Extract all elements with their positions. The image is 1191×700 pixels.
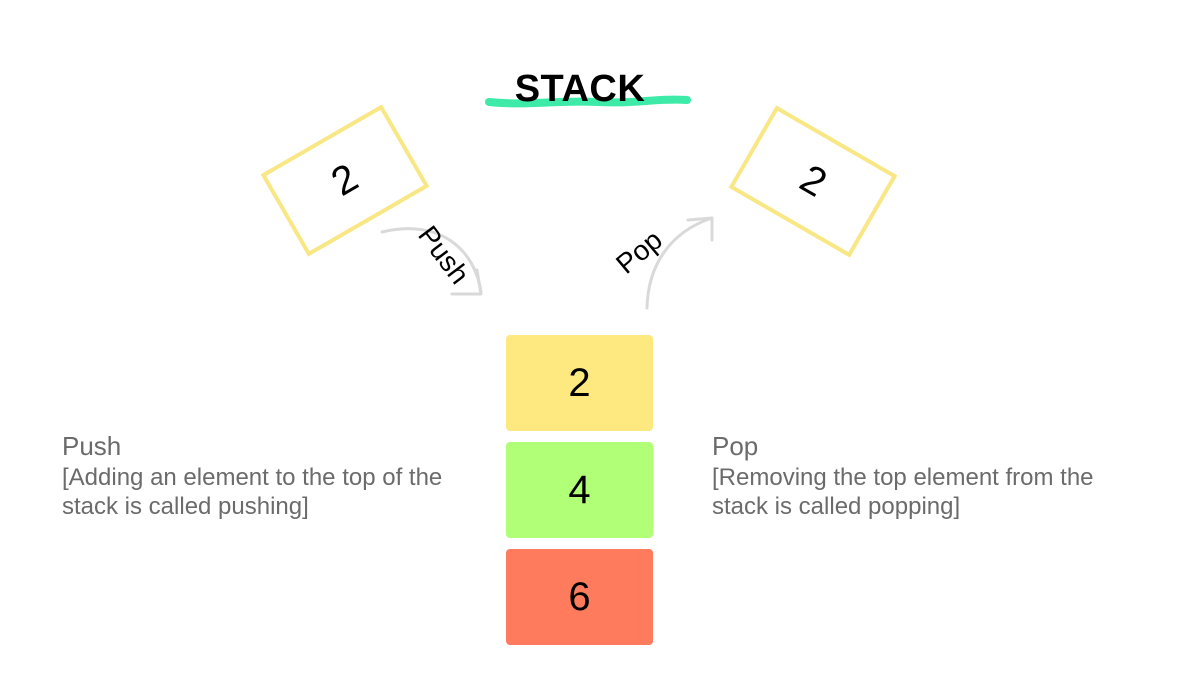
stack-item-value: 2 (568, 360, 591, 405)
push-description: Push [Adding an element to the top of th… (62, 432, 492, 521)
pop-description-heading: Pop (712, 431, 759, 461)
push-arrow-label: Push (412, 220, 476, 290)
diagram-title: STACK (485, 60, 691, 112)
stack-item-value: 4 (568, 467, 591, 512)
stack-item-middle: 4 (506, 442, 653, 538)
title-text: STACK (514, 68, 646, 110)
title-underline (485, 95, 691, 108)
stack-item-bottom: 6 (506, 549, 653, 645)
push-description-heading: Push (62, 431, 122, 461)
stack: 2 4 6 (506, 335, 653, 656)
pop-description-line-1: [Removing the top element from the (712, 464, 1094, 491)
push-description-line-2: stack is called pushing] (62, 493, 309, 520)
pop-description-line-2: stack is called popping] (712, 493, 961, 520)
pushed-element-card: 2 (260, 104, 430, 257)
stack-item-top: 2 (506, 335, 653, 431)
stack-item-value: 6 (568, 574, 591, 619)
pop-arrow-label: Pop (610, 223, 669, 280)
pushed-element-value: 2 (324, 155, 366, 205)
popped-element-card: 2 (728, 105, 898, 258)
popped-element-value: 2 (792, 156, 834, 206)
push-description-line-1: [Adding an element to the top of the (62, 464, 443, 491)
pop-description: Pop [Removing the top element from the s… (712, 432, 1152, 521)
pop-arrow (645, 216, 714, 310)
